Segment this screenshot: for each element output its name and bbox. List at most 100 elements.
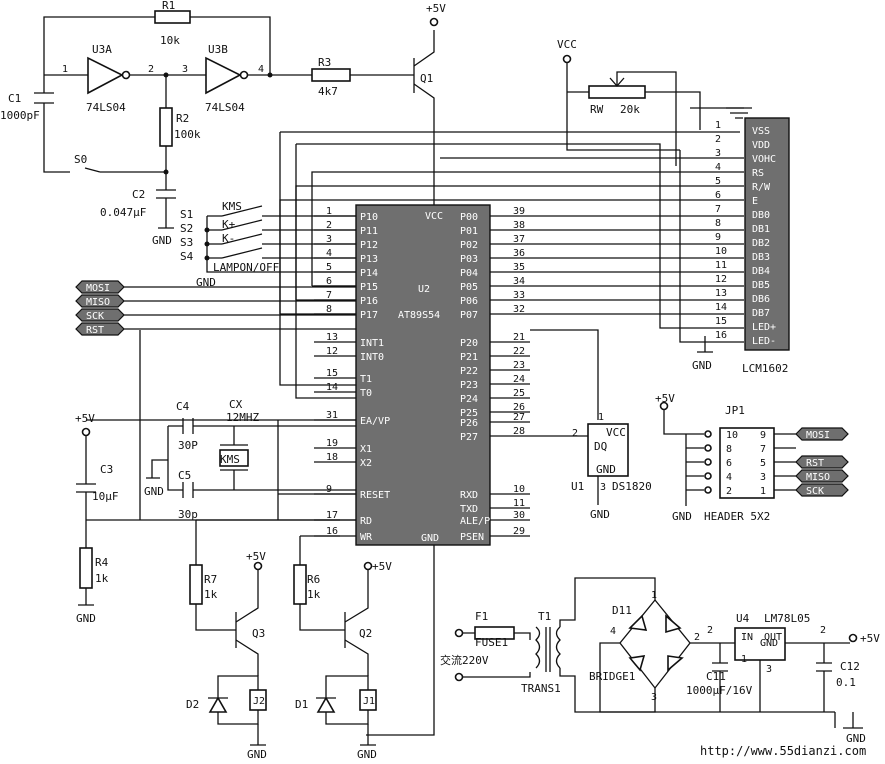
cx-value: 12MHZ bbox=[226, 411, 259, 424]
lcd-pin-number: 6 bbox=[715, 190, 721, 201]
mcu-pin-label: P02 bbox=[460, 240, 478, 251]
ds-p2: 2 bbox=[572, 428, 578, 439]
mcu-pin-label: P07 bbox=[460, 310, 478, 321]
mcu-pin-number: 17 bbox=[326, 510, 338, 521]
lcd-pin-number: 2 bbox=[715, 134, 721, 145]
c4-value: 30P bbox=[178, 439, 198, 452]
lcd-pin-number: 15 bbox=[715, 316, 727, 327]
lcd-pin-label: RS bbox=[752, 168, 764, 179]
mcu-pin-number: 15 bbox=[326, 368, 338, 379]
u3a-inverter bbox=[87, 56, 124, 95]
mcu-pin-label: P00 bbox=[460, 212, 478, 223]
u3b-pin3: 3 bbox=[182, 64, 188, 75]
mcu-pin-number: 2 bbox=[326, 220, 332, 231]
mcu-pin-label: P05 bbox=[460, 282, 478, 293]
mcu-pin-number: 16 bbox=[326, 526, 338, 537]
r1-value: 10k bbox=[160, 34, 180, 47]
mcu-vcc: VCC bbox=[425, 211, 443, 222]
ac-label: 交流220V bbox=[440, 653, 489, 667]
r4-resistor bbox=[79, 547, 93, 589]
lcd-pin-label: LED+ bbox=[752, 322, 776, 333]
r3-label: R3 bbox=[318, 56, 331, 69]
mcu-pin-label: INT0 bbox=[360, 352, 384, 363]
jp1-pin-number: 9 bbox=[760, 430, 766, 441]
relay-j1 bbox=[359, 689, 377, 711]
relay-drivers: R7 1k R6 1k +5V +5V Q3 Q2 J2 D2 GND J1 D… bbox=[186, 519, 392, 761]
lcd-pin-label: DB0 bbox=[752, 210, 770, 221]
u3a-pin2: 2 bbox=[148, 64, 154, 75]
mcu-pin-label: PSEN bbox=[460, 532, 484, 543]
lcd-gnd: GND bbox=[692, 359, 712, 372]
mcu-pin-number: 38 bbox=[513, 220, 525, 231]
jp1-pin-number: 1 bbox=[760, 486, 766, 497]
crystal-cx bbox=[219, 449, 249, 467]
mcu-pin-label: P21 bbox=[460, 352, 478, 363]
isp-tag-label: RST bbox=[86, 325, 104, 336]
c11-value: 1000μF/16V bbox=[686, 684, 753, 697]
mcu-pin-label: RXD bbox=[460, 490, 478, 501]
psu-gnd: GND bbox=[846, 732, 866, 745]
rw-label: RW bbox=[590, 103, 604, 116]
watermark-text: http://www.55dianzi.com bbox=[700, 744, 866, 758]
power-supply: F1 FUSE1 交流220V T1 TRANS1 D11 BRIDGE1 1 … bbox=[440, 577, 880, 745]
r3-resistor bbox=[311, 68, 351, 82]
lcd-pin-number: 7 bbox=[715, 204, 721, 215]
mcu-pin-label: P17 bbox=[360, 310, 378, 321]
keys-gnd: GND bbox=[196, 276, 216, 289]
isp-tag-label: MISO bbox=[86, 297, 110, 308]
r1-resistor bbox=[154, 10, 191, 24]
jp1-tag bbox=[795, 427, 849, 441]
jp1-tag bbox=[795, 469, 849, 483]
c3-label: C3 bbox=[100, 463, 113, 476]
kminus-label: K- bbox=[222, 232, 235, 245]
jp1-tag-label: RST bbox=[806, 458, 824, 469]
lcd-pin-number: 9 bbox=[715, 232, 721, 243]
jp1-tag-label: MISO bbox=[806, 472, 830, 483]
lcd-pins: 1VSS2VDD3VOHC4RS5R/W6E7DB08DB19DB210DB31… bbox=[715, 120, 776, 347]
q3-vcc: +5V bbox=[246, 550, 266, 563]
oscillator-section: R1 10k U3A 74LS04 1 2 U3B 74LS04 3 4 R3 … bbox=[0, 0, 446, 247]
bridge-p4: 4 bbox=[610, 626, 616, 637]
r2-value: 100k bbox=[174, 128, 201, 141]
jp1-tag bbox=[795, 483, 849, 497]
mcu: VCC GND U2 AT89S54 1P102P113P124P135P146… bbox=[314, 204, 530, 736]
crystal-gnd: GND bbox=[144, 485, 164, 498]
mcu-pin-label: T0 bbox=[360, 388, 372, 399]
reg-gnd: GND bbox=[760, 638, 778, 649]
j1-label: J1 bbox=[363, 696, 375, 707]
ds-dq: DQ bbox=[594, 440, 607, 453]
j2-label: J2 bbox=[253, 696, 265, 707]
r6-value: 1k bbox=[307, 588, 321, 601]
lm78l05-regulator bbox=[734, 627, 786, 661]
c12-label: C12 bbox=[840, 660, 860, 673]
lcd-pin-label: DB5 bbox=[752, 280, 770, 291]
c12-value: 0.1 bbox=[836, 676, 856, 689]
mcu-pin-number: 29 bbox=[513, 526, 525, 537]
bridge-label: BRIDGE1 bbox=[589, 670, 635, 683]
mcu-pin-number: 27 bbox=[513, 412, 525, 423]
mcu-pin-number: 11 bbox=[513, 498, 525, 509]
mcu-right-pins: 39P0038P0137P0236P0335P0434P0533P0632P07… bbox=[460, 206, 530, 543]
lcd-pin-number: 1 bbox=[715, 120, 721, 131]
at89s54-mcu bbox=[355, 204, 491, 546]
mcu-pin-number: 21 bbox=[513, 332, 525, 343]
jp1-pin-number: 2 bbox=[726, 486, 732, 497]
c2-gnd: GND bbox=[152, 234, 172, 247]
mcu-pin-number: 30 bbox=[513, 510, 525, 521]
mcu-pin-label: P26 bbox=[460, 418, 478, 429]
r4-gnd: GND bbox=[76, 612, 96, 625]
mcu-pin-label: P23 bbox=[460, 380, 478, 391]
ds-part: DS1820 bbox=[612, 480, 652, 493]
d1-label: D1 bbox=[295, 698, 308, 711]
c1-label: C1 bbox=[8, 92, 21, 105]
mcu-pin-label: P27 bbox=[460, 432, 478, 443]
s1-label: S1 bbox=[180, 208, 193, 221]
lamp-label: LAMPON/OFF bbox=[213, 261, 279, 274]
mcu-pin-label: ALE/P bbox=[460, 516, 490, 527]
mcu-pin-number: 25 bbox=[513, 388, 525, 399]
q3-label: Q3 bbox=[252, 627, 265, 640]
r3-value: 4k7 bbox=[318, 85, 338, 98]
mcu-pin-label: P20 bbox=[460, 338, 478, 349]
d11-label: D11 bbox=[612, 604, 632, 617]
